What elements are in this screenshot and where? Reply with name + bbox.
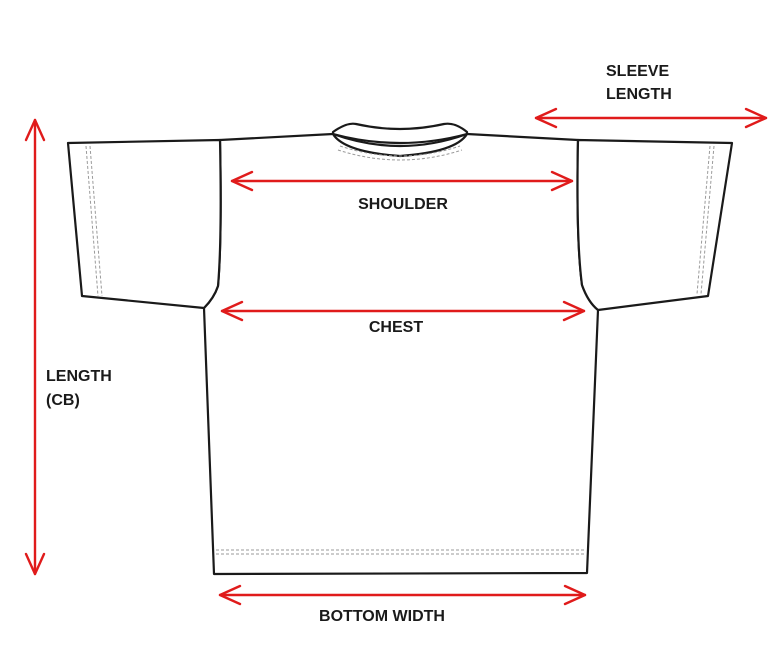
sleeve-length-arrow [534, 107, 768, 129]
sleeve-length-arrow-head-end [744, 107, 768, 129]
left-sleeve [66, 138, 222, 310]
left-sleeve-hem-stitch-2 [89, 145, 103, 297]
collar-front [331, 132, 469, 158]
length-arrow-head-end [24, 552, 46, 576]
shoulder-arrow [230, 170, 574, 192]
left-sleeve-hem-stitch [85, 145, 99, 297]
tshirt-outline [66, 122, 734, 576]
length-label-line2: (CB) [46, 392, 80, 409]
shoulder-arrow-head-end [550, 170, 574, 192]
sleeve-length-label-line2: LENGTH [606, 86, 672, 103]
shoulder-label: SHOULDER [358, 196, 448, 213]
sleeve-length-arrow-head-start [534, 107, 558, 129]
measurement-arrows [24, 107, 768, 606]
collar-stitch-2 [337, 149, 463, 161]
length-label: LENGTH [46, 368, 112, 385]
sleeve-length-label: SLEEVE [606, 63, 669, 80]
chest-arrow-head-end [562, 300, 586, 322]
chest-arrow [220, 300, 586, 322]
bottom-width-label: BOTTOM WIDTH [319, 608, 445, 625]
chest-label: CHEST [369, 319, 423, 336]
stitching [85, 145, 715, 555]
length-arrow [24, 118, 46, 576]
shoulder-arrow-head-start [230, 170, 254, 192]
bottom-width-arrow-head-end [563, 584, 587, 606]
right-sleeve [576, 138, 734, 312]
collar-stitch [339, 145, 461, 157]
bottom-width-arrow-head-start [218, 584, 242, 606]
bottom-width-arrow [218, 584, 587, 606]
length-arrow-head-start [24, 118, 46, 142]
chest-arrow-head-start [220, 300, 244, 322]
